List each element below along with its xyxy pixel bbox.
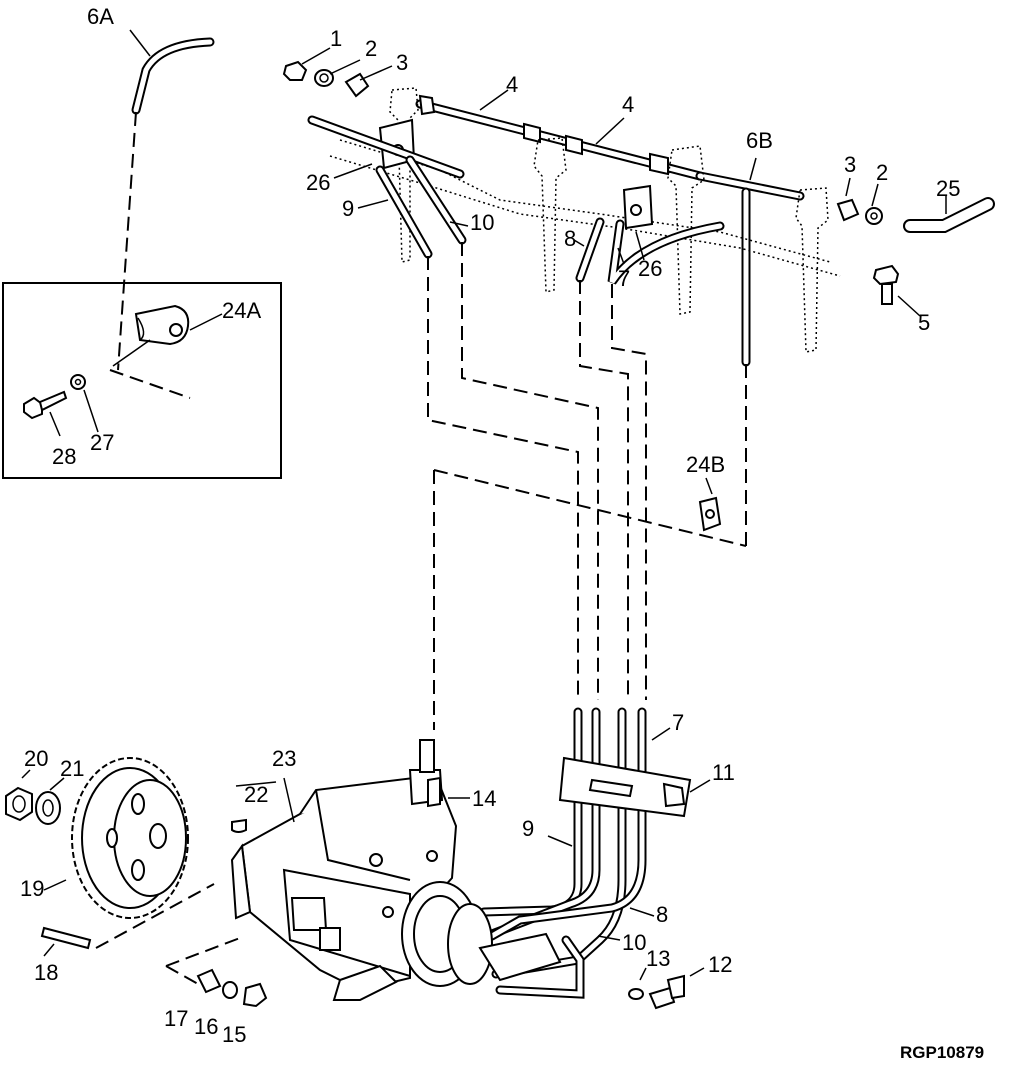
label-20: 20	[24, 746, 48, 771]
callout-labels: 6A 1 2 3 4 4 6B 3 2 25 26 9 10 8 7 26 5 …	[20, 4, 984, 1062]
hose-25	[903, 197, 995, 233]
pipes-9-10-upper	[375, 155, 467, 259]
label-3: 3	[396, 50, 408, 75]
clamp-26-left	[307, 115, 465, 179]
label-14: 14	[472, 786, 496, 811]
spacer-17	[196, 968, 222, 994]
pipes-7-8-upper	[575, 217, 725, 285]
washer-2	[314, 69, 334, 87]
injection-pump-23	[230, 739, 562, 1001]
label-2: 2	[365, 36, 377, 61]
label-17: 17	[164, 1006, 188, 1031]
fitting-nut-1	[282, 60, 308, 81]
label-28: 28	[52, 444, 76, 469]
label-8a: 8	[564, 226, 576, 251]
label-27: 27	[90, 430, 114, 455]
washer-2-right	[865, 207, 883, 225]
return-pipe-6a	[117, 29, 215, 371]
label-19: 19	[20, 876, 44, 901]
label-4b: 4	[622, 92, 634, 117]
label-16: 16	[194, 1014, 218, 1039]
bolt-5	[872, 264, 900, 305]
washer-21	[35, 791, 61, 825]
stud-18	[40, 926, 92, 950]
pipe-bundle-lower	[479, 707, 647, 999]
label-9a: 9	[342, 196, 354, 221]
washer-16	[222, 981, 238, 999]
inset-detail-box	[2, 282, 282, 479]
label-7a: 7	[618, 266, 630, 291]
label-9b: 9	[522, 816, 534, 841]
label-6a: 6A	[87, 4, 114, 29]
pipe-clamp-11	[558, 756, 692, 818]
washer-27	[70, 374, 86, 390]
drive-gear-19	[71, 757, 189, 919]
label-11: 11	[712, 760, 735, 785]
label-23: 23	[272, 746, 296, 771]
key-22	[231, 818, 247, 833]
elbow-fitting-12	[648, 974, 685, 1010]
nut-15	[242, 982, 268, 1008]
label-3b: 3	[844, 152, 856, 177]
bolt-28	[23, 390, 68, 420]
figure-code: RGP10879	[900, 1043, 984, 1062]
leak-off-line-4	[415, 94, 705, 181]
label-6b: 6B	[746, 128, 773, 153]
sleeve-3-right	[836, 198, 860, 222]
leak-off-line-6b	[695, 171, 805, 367]
routing-dashed-lines	[427, 242, 747, 730]
label-25: 25	[936, 176, 960, 201]
label-4a: 4	[506, 72, 518, 97]
label-26a: 26	[306, 170, 330, 195]
nut-20	[5, 786, 33, 822]
label-26b: 26	[638, 256, 662, 281]
clip-24b	[698, 496, 722, 532]
clamp-24a	[134, 304, 190, 346]
label-15: 15	[222, 1022, 246, 1047]
label-21: 21	[60, 756, 84, 781]
o-ring-13	[628, 988, 644, 1000]
clamp-26-right	[622, 184, 654, 230]
label-13: 13	[646, 946, 670, 971]
label-5: 5	[918, 310, 930, 335]
label-10b: 10	[622, 930, 646, 955]
label-22: 22	[244, 782, 268, 807]
injector-nozzles	[329, 87, 841, 353]
label-24b: 24B	[686, 452, 725, 477]
label-18: 18	[34, 960, 58, 985]
label-2b: 2	[876, 160, 888, 185]
label-1: 1	[330, 26, 342, 51]
label-8b: 8	[656, 902, 668, 927]
label-12: 12	[708, 952, 732, 977]
label-10a: 10	[470, 210, 494, 235]
label-24a: 24A	[222, 298, 261, 323]
fitting-14	[427, 776, 441, 808]
label-7b: 7	[672, 710, 684, 735]
